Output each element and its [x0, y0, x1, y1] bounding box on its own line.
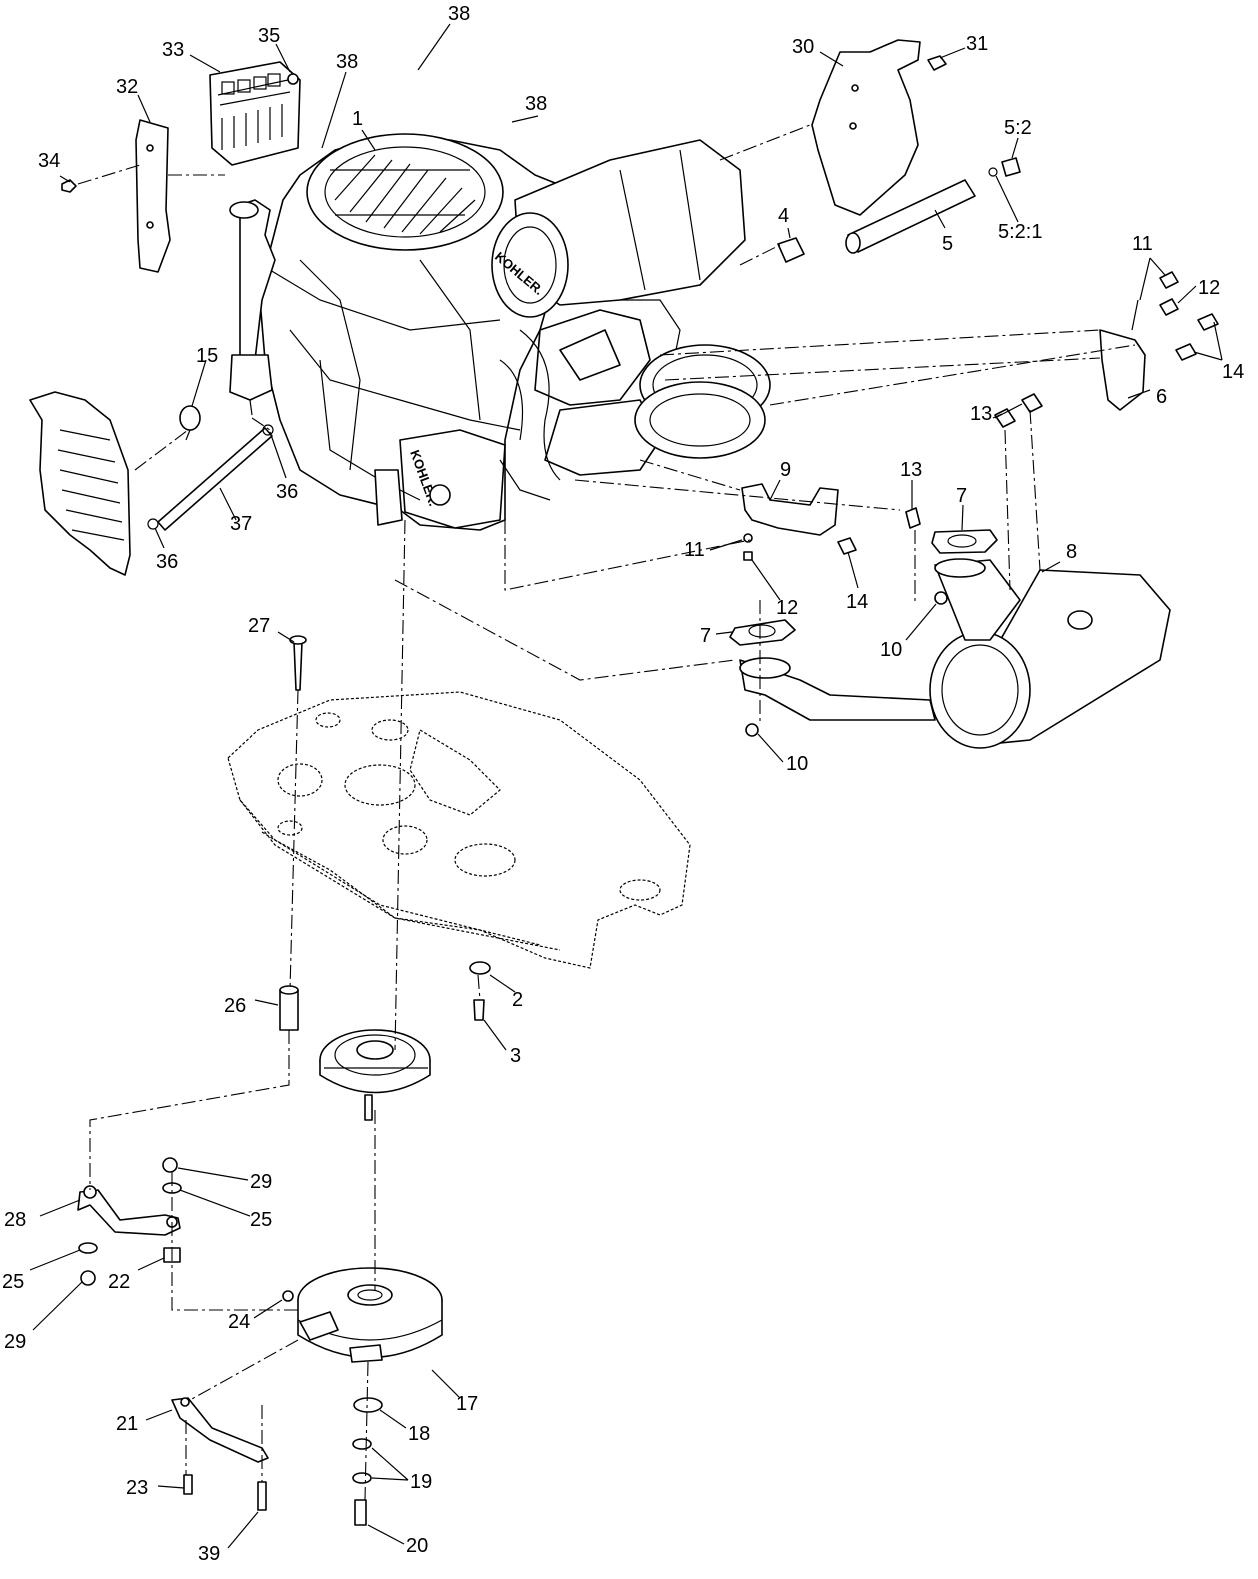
callout-label: 29 [250, 1171, 272, 1193]
muffler-strap [741, 483, 839, 536]
heat-shield [811, 39, 921, 216]
callout-label: 12 [1198, 277, 1220, 299]
callout-label: 31 [966, 33, 988, 55]
callout-label: 19 [410, 1471, 432, 1493]
washer [469, 961, 491, 975]
washer [352, 1472, 372, 1484]
callout-label: 12 [776, 597, 798, 619]
washer [352, 1438, 372, 1450]
callout-label: 5:2 [1004, 117, 1032, 139]
callout-label: 29 [4, 1331, 26, 1353]
callout-label: 38 [448, 3, 470, 25]
callout-label: 22 [108, 1271, 130, 1293]
nut [80, 1270, 96, 1286]
bolt [183, 1474, 193, 1495]
pulley [319, 1029, 431, 1121]
electric-clutch [297, 1267, 443, 1363]
callout-label: 5 [942, 233, 953, 255]
callout-label: 34 [38, 150, 60, 172]
callout-label: 39 [198, 1543, 220, 1565]
anti-rotation-bracket [171, 1397, 269, 1463]
ignition-module [209, 61, 301, 166]
callout-label: 2 [512, 989, 523, 1011]
bolt [293, 641, 303, 691]
callout-label: 4 [778, 205, 789, 227]
callout-label: 25 [2, 1271, 24, 1293]
callout-label: 28 [4, 1209, 26, 1231]
engine-deck [227, 691, 691, 969]
spacer [279, 989, 299, 1031]
callout-label: 10 [786, 753, 808, 775]
callout-label: 23 [126, 1477, 148, 1499]
callout-label: 9 [780, 459, 791, 481]
muffler-bracket [1099, 329, 1146, 411]
callout-label: 37 [230, 513, 252, 535]
washer [78, 1242, 98, 1254]
nut [745, 723, 759, 737]
callout-label: 21 [116, 1413, 138, 1435]
callout-label: 11 [684, 539, 705, 561]
callout-label: 27 [248, 615, 270, 637]
callout-label: 20 [406, 1535, 428, 1557]
callout-label: 38 [525, 93, 547, 115]
callout-label: 15 [196, 345, 218, 367]
leader-lines [29, 23, 1223, 1549]
callout-label: 1 [352, 108, 363, 130]
fuel-line [157, 427, 273, 531]
clutch-bracket [77, 1189, 181, 1236]
callout-label: 14 [846, 591, 868, 613]
washer [353, 1397, 383, 1413]
bolt [473, 999, 485, 1021]
callout-label: 36 [156, 551, 178, 573]
callout-label: 24 [228, 1311, 250, 1333]
callout-label: 26 [224, 995, 246, 1017]
callout-label: 30 [792, 36, 814, 58]
callout-label: 17 [456, 1393, 478, 1415]
assembly-lines [77, 124, 1136, 1501]
callout-label: 6 [1156, 386, 1167, 408]
callout-label: 10 [880, 639, 902, 661]
mounting-bracket [135, 119, 171, 273]
gasket [729, 619, 796, 646]
nut [162, 1157, 178, 1173]
muffler [739, 558, 1171, 749]
callout-label: 5:2:1 [998, 221, 1042, 243]
callout-label: 33 [162, 39, 184, 61]
callout-label: 25 [250, 1209, 272, 1231]
callout-label: 7 [700, 625, 711, 647]
engine: KOHLER. KOHLER. [229, 133, 771, 531]
callout-label: 13 [900, 459, 922, 481]
callout-label: 32 [116, 76, 138, 98]
callout-label: 7 [956, 485, 967, 507]
bolt [354, 1499, 367, 1526]
side-shield [29, 391, 131, 576]
callout-label: 36 [276, 481, 298, 503]
callout-label: 14 [1222, 361, 1244, 383]
callout-label: 35 [258, 25, 280, 47]
callout-label: 38 [336, 51, 358, 73]
callout-label: 3 [510, 1045, 521, 1067]
callout-label: 8 [1066, 541, 1077, 563]
bolt [257, 1481, 267, 1511]
bolt [282, 1290, 294, 1302]
callout-label: 18 [408, 1423, 430, 1445]
gasket [931, 529, 998, 554]
callout-labels: 38 35 33 38 32 1 34 38 30 31 5:2 5:2:1 5… [2, 3, 1244, 1565]
callout-label: 13 [970, 403, 992, 425]
callout-label: 11 [1132, 233, 1153, 255]
nut [934, 591, 948, 605]
